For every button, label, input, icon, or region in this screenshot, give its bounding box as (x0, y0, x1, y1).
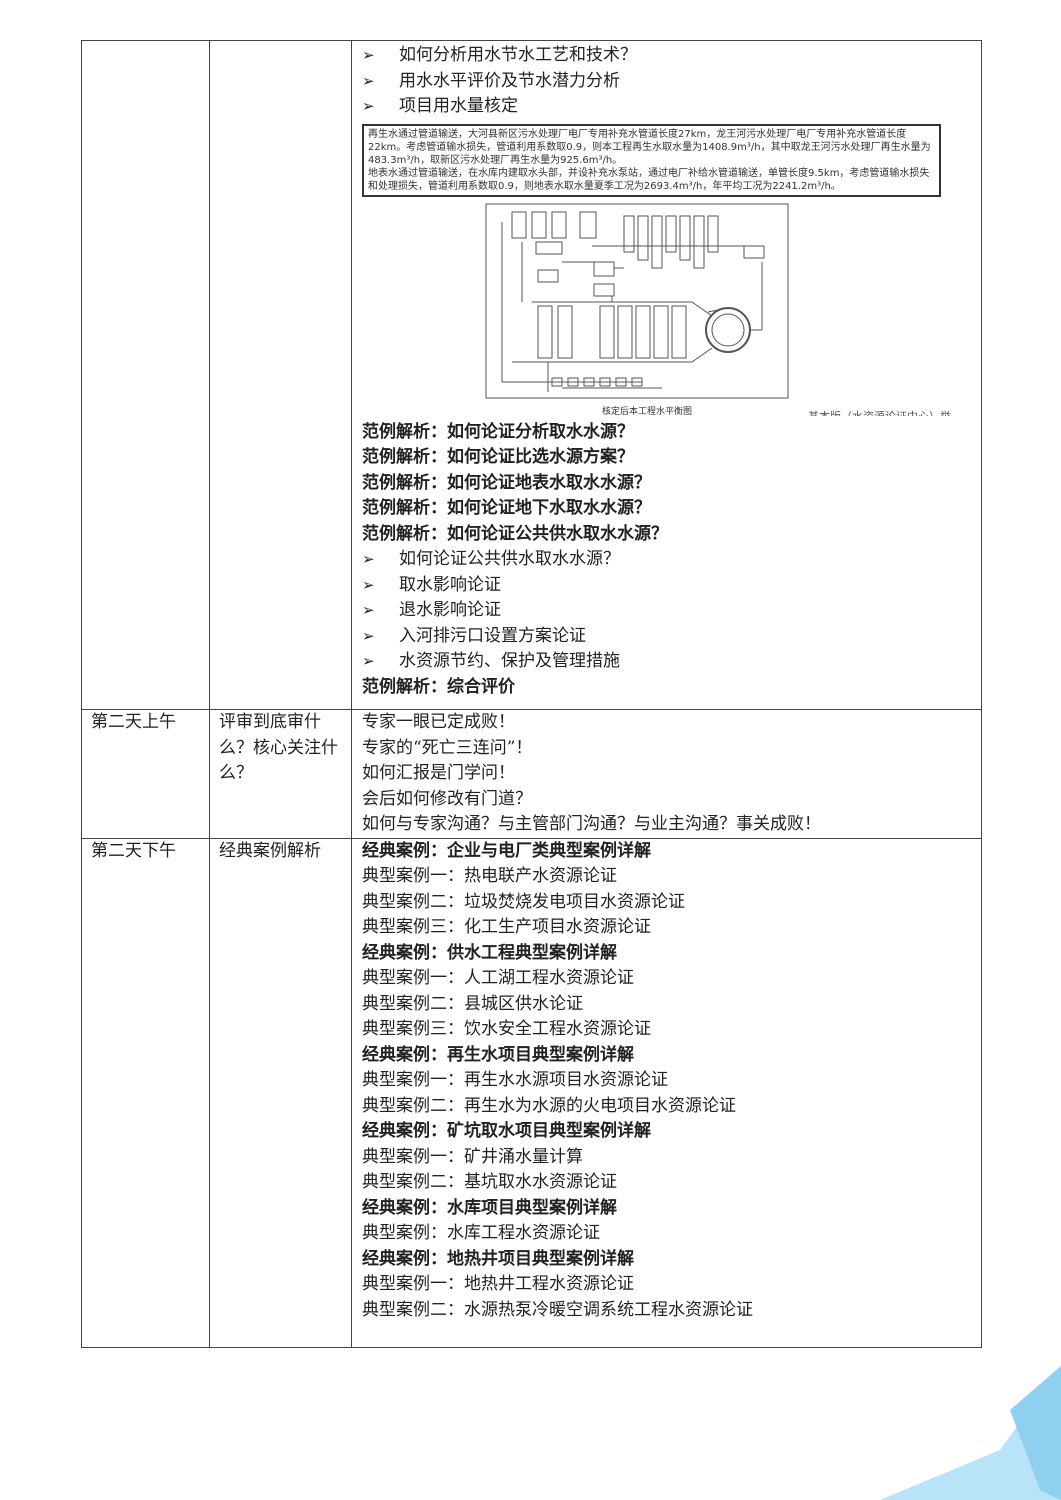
list-item: 典型案例一：再生水水源项目水资源论证 (362, 1070, 668, 1090)
water-balance-diagram (485, 203, 789, 398)
equipment-box (593, 261, 615, 276)
valve-box (567, 377, 579, 386)
valve-box (615, 377, 627, 386)
valve-box (551, 377, 563, 386)
session-topic: 经典案例解析 (219, 840, 321, 861)
list-item: 会后如何修改有门道？ (362, 788, 532, 809)
table-row: 如何分析用水节水工艺和技术？用水水平评价及节水潜力分析项目用水量核定 再生水通过… (81, 40, 982, 710)
column-box (693, 215, 705, 268)
column-box (707, 215, 719, 252)
tank-box (671, 305, 687, 358)
list-item: 典型案例二：县城区供水论证 (362, 993, 583, 1014)
equipment-box (531, 211, 547, 238)
table-row: 第二天下午 经典案例解析 经典案例：企业与电厂类典型案例详解典型案例一：热电联产… (81, 837, 982, 1348)
list-item: 典型案例三：饮水安全工程水资源论证 (362, 1019, 651, 1039)
section-heading: 范例解析：如何论证地下水取水水源？ (362, 498, 651, 518)
valve-box (631, 377, 643, 386)
equipment-box (511, 211, 527, 238)
list-item: 退水影响论证 (362, 598, 981, 624)
equipment-box (551, 211, 567, 238)
equipment-box (579, 211, 597, 238)
session-time: 第二天下午 (91, 840, 176, 861)
section-heading: 经典案例：企业与电厂类典型案例详解 (362, 840, 651, 861)
list-item: 典型案例三：化工生产项目水资源论证 (362, 917, 651, 937)
tank-box (557, 305, 573, 358)
list-item: 如何汇报是门学问！ (362, 763, 515, 783)
box-paragraph: 再生水通过管道输送，大河县新区污水处理厂电厂专用补充水管道长度27km，龙王河污… (368, 128, 931, 166)
diagram-frame (485, 203, 789, 398)
topic-cell: 评审到底审什么？核心关注什么？ (209, 709, 352, 839)
list-item: 专家的“死亡三连问”！ (362, 737, 533, 758)
figure-note: 基本版（水资源论证中心）举 (808, 408, 951, 416)
section-heading: 范例解析：如何论证公共供水取水水源？ (362, 523, 668, 544)
equipment-box (743, 245, 765, 258)
time-cell: 第二天上午 (81, 709, 210, 839)
tank-box (653, 305, 669, 358)
list-item: 取水影响论证 (362, 573, 981, 599)
session-topic: 评审到底审什么？核心关注什么？ (219, 712, 338, 783)
pipe-line (691, 347, 713, 362)
column-box (623, 215, 635, 252)
list-item: 典型案例一：人工湖工程水资源论证 (362, 968, 634, 988)
water-balance-figure: 核定后本工程水平衡图 基本版（水资源论证中心）举 (362, 202, 962, 420)
tank-box (635, 305, 651, 358)
list-item: 典型案例二：再生水为水源的火电项目水资源论证 (362, 1095, 736, 1116)
list-item: 典型案例二：基坑取水水资源论证 (362, 1172, 617, 1192)
section-heading: 经典案例：再生水项目典型案例详解 (362, 1044, 634, 1065)
pipe-line (707, 307, 729, 312)
section-heading: 经典案例：地热井项目典型案例详解 (362, 1248, 634, 1269)
corner-shape (880, 1366, 1061, 1500)
list-item: 如何分析用水节水工艺和技术？ (362, 43, 981, 69)
topic-cell: 经典案例解析 (209, 837, 352, 1348)
box-paragraph: 地表水通过管道输送，在水库内建取水头部，并设补充水泵站，通过电厂补给水管道输送，… (368, 167, 930, 192)
list-item: 典型案例二：水源热泵冷暖空调系统工程水资源论证 (362, 1299, 753, 1320)
equipment-box (535, 241, 563, 254)
time-cell (81, 40, 210, 710)
section-heading: 经典案例：水库项目典型案例详解 (362, 1197, 617, 1218)
section-heading: 范例解析：如何论证地表水取水水源？ (362, 472, 651, 493)
column-box (665, 215, 677, 252)
list-item: 如何论证公共供水取水水源？ (362, 547, 981, 573)
section-heading: 范例解析：如何论证分析取水水源？ (362, 421, 634, 442)
schedule-table: 如何分析用水节水工艺和技术？用水水平评价及节水潜力分析项目用水量核定 再生水通过… (81, 40, 982, 1348)
cooling-tower-inner (711, 313, 745, 346)
column-box (637, 215, 649, 260)
list-item: 项目用水量核定 (362, 94, 981, 120)
content-cell: 专家一眼已定成败！ 专家的“死亡三连问”！ 如何汇报是门学问！ 会后如何修改有门道？ 如… (351, 709, 982, 839)
corner-shape (1010, 1366, 1061, 1500)
list-item: 典型案例一：热电联产水资源论证 (362, 866, 617, 886)
pipe-line (691, 301, 713, 316)
list-item: 典型案例一：矿井涌水量计算 (362, 1146, 583, 1167)
section-heading: 经典案例：供水工程典型案例详解 (362, 942, 617, 963)
section-heading: 范例解析：综合评价 (362, 676, 515, 697)
equipment-box (593, 283, 615, 296)
equipment-box (537, 269, 559, 282)
column-box (679, 215, 691, 260)
list-item: 典型案例二：垃圾焚烧发电项目水资源论证 (362, 891, 685, 912)
content-cell: 如何分析用水节水工艺和技术？用水水平评价及节水潜力分析项目用水量核定 再生水通过… (351, 40, 982, 710)
time-cell: 第二天下午 (81, 837, 210, 1348)
valve-box (583, 377, 595, 386)
tank-box (599, 305, 615, 358)
text-box: 再生水通过管道输送，大河县新区污水处理厂电厂专用补充水管道长度27km，龙王河污… (362, 123, 941, 197)
section-heading: 经典案例：矿坑取水项目典型案例详解 (362, 1121, 651, 1141)
list-item: 如何与专家沟通？与主管部门沟通？与业主沟通？事关成败！ (362, 814, 821, 834)
valve-box (599, 377, 611, 386)
figure-caption: 核定后本工程水平衡图 (602, 406, 693, 417)
list-item: 典型案例一：地热井工程水资源论证 (362, 1274, 634, 1294)
list-item: 专家一眼已定成败！ (362, 712, 515, 732)
column-box (651, 215, 663, 268)
content-cell: 经典案例：企业与电厂类典型案例详解典型案例一：热电联产水资源论证典型案例二：垃圾… (351, 837, 982, 1348)
session-time: 第二天上午 (91, 712, 176, 732)
tank-box (537, 305, 553, 358)
list-item: 用水水平评价及节水潜力分析 (362, 69, 981, 95)
section-heading: 范例解析：如何论证比选水源方案？ (362, 447, 634, 467)
list-item: 入河排污口设置方案论证 (362, 624, 981, 650)
table-row: 第二天上午 评审到底审什么？核心关注什么？ 专家一眼已定成败！ 专家的“死亡三连问… (81, 709, 982, 839)
tank-box (617, 305, 633, 358)
topic-cell (209, 40, 352, 710)
list-item: 水资源节约、保护及管理措施 (362, 649, 981, 675)
list-item: 典型案例：水库工程水资源论证 (362, 1223, 600, 1243)
